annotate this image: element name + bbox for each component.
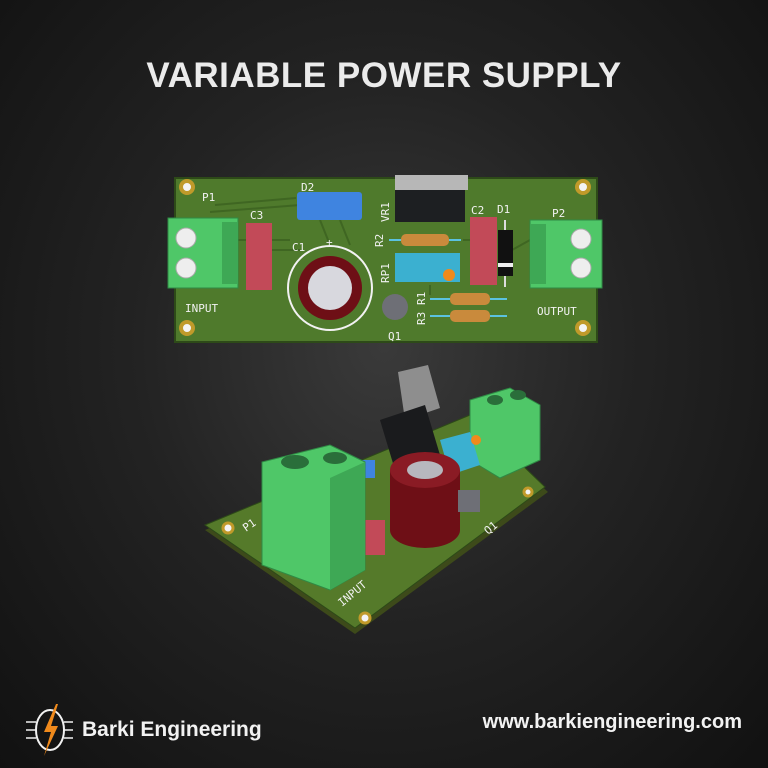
label-p1: P1	[202, 191, 215, 204]
pcb-3d-view: P1 INPUT Q1	[203, 365, 548, 634]
resistor-r3	[430, 310, 507, 322]
resistor-r1	[430, 293, 507, 305]
page-title: VARIABLE POWER SUPPLY	[146, 56, 622, 95]
label-c3: C3	[250, 209, 263, 222]
diode-d1	[498, 220, 513, 287]
capacitor-c3	[246, 223, 272, 290]
mounting-hole	[179, 179, 591, 336]
label-d2: D2	[301, 181, 314, 194]
label-r3: R3	[415, 312, 428, 325]
label-q1: Q1	[388, 330, 401, 343]
label-input: INPUT	[185, 302, 218, 315]
brand-logo: Barki Engineering	[24, 702, 262, 758]
regulator-vr1	[395, 175, 468, 222]
terminal-p2	[529, 219, 603, 289]
label-plus: +	[326, 236, 333, 249]
diode-d2	[297, 192, 362, 220]
3d-capacitor	[390, 452, 460, 548]
terminal-p1	[167, 217, 239, 289]
pcb-board	[174, 177, 598, 343]
transistor-q1	[382, 294, 408, 320]
label-output: OUTPUT	[537, 305, 577, 318]
3d-terminal-small	[469, 387, 541, 479]
label-c2: C2	[471, 204, 484, 217]
label-d1: D1	[497, 203, 510, 216]
trimmer-rp1	[395, 253, 460, 282]
website-link[interactable]: www.barkiengineering.com	[482, 711, 742, 733]
label-vr1: VR1	[379, 202, 392, 222]
label-r2: R2	[373, 234, 386, 247]
label-r1: R1	[415, 292, 428, 305]
label-rp1: RP1	[379, 263, 392, 283]
3d-terminal-large	[261, 444, 366, 591]
brand-name: Barki Engineering	[82, 718, 262, 741]
capacitor-c2	[470, 217, 497, 285]
resistor-r2	[389, 234, 461, 246]
label-c1: C1	[292, 241, 305, 254]
capacitor-c1	[287, 245, 373, 331]
label-p2: P2	[552, 207, 565, 220]
3d-label-p1: P1	[240, 516, 258, 534]
lightning-logo-icon	[26, 704, 73, 756]
